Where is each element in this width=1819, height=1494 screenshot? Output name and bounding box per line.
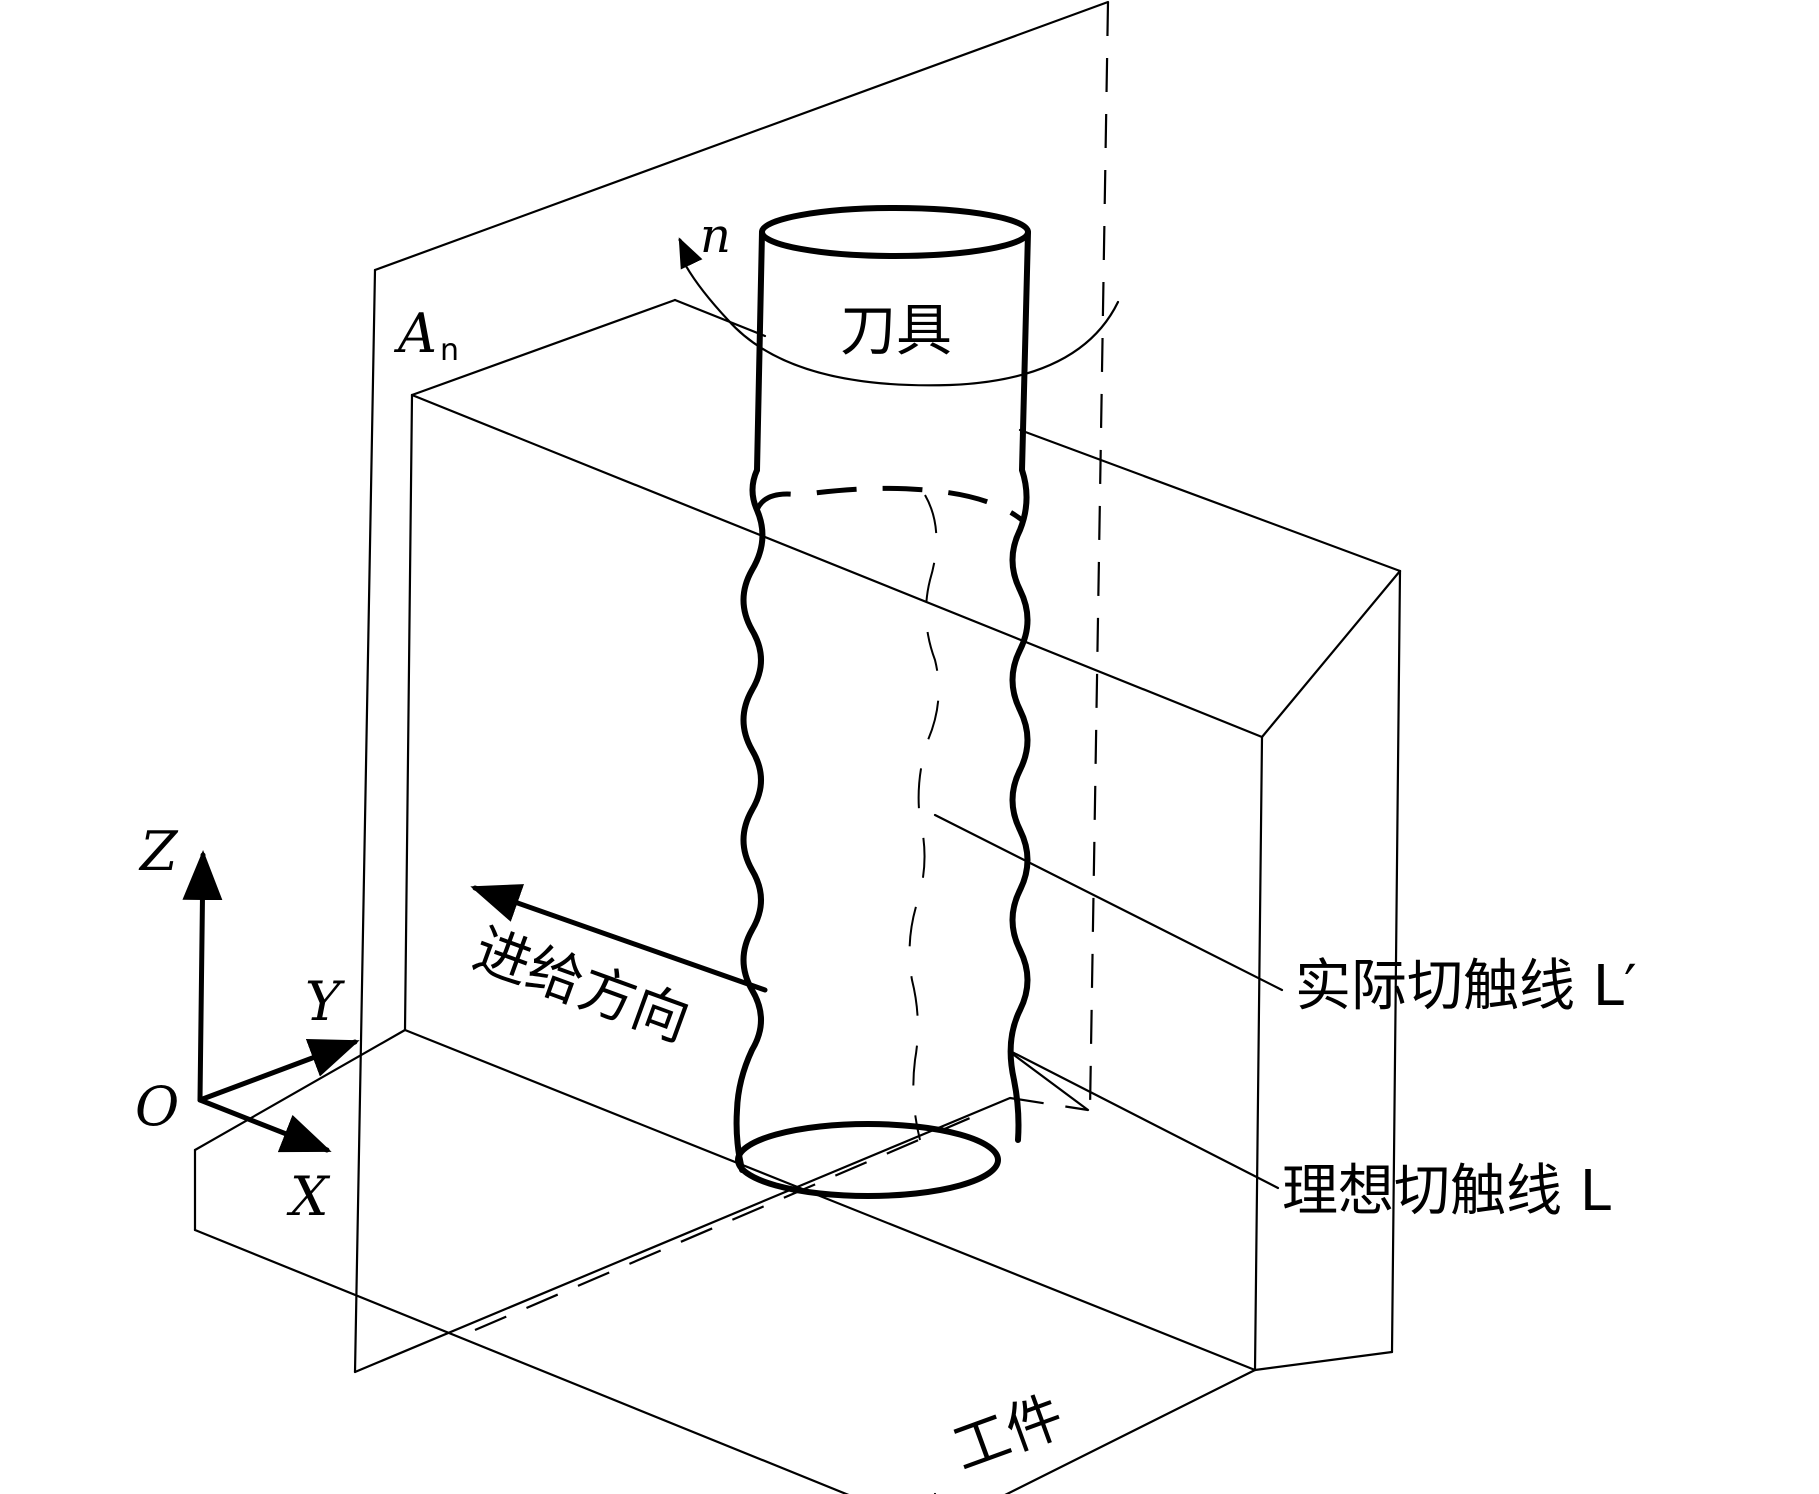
x-axis-arrow-icon xyxy=(197,1097,332,1153)
plane-label: A xyxy=(393,302,437,365)
coordinate-axes xyxy=(182,850,360,1153)
actual-contact-left-wave xyxy=(733,467,766,1173)
axis-x-label: X xyxy=(286,1165,331,1228)
cutter-bottom-ellipse xyxy=(735,1121,1001,1199)
rotation-arc xyxy=(684,264,1120,387)
actual-contact-leader xyxy=(933,813,1284,992)
cutter-tool xyxy=(733,205,1031,1199)
workpiece-block xyxy=(193,298,1402,1494)
y-axis-arrow-icon xyxy=(197,1039,360,1103)
ideal-contact-leader xyxy=(1010,1050,1280,1190)
workpiece-label: 工件 xyxy=(945,1384,1072,1483)
tool-label: 刀具 xyxy=(840,299,952,364)
z-axis-arrow-icon xyxy=(182,850,223,1103)
ideal-contact-line-label: 理想切触线 L xyxy=(1282,1159,1611,1224)
cutter-ideal-top-contact xyxy=(754,485,1024,522)
axis-y-label: Y xyxy=(305,970,345,1033)
feed-direction-arrow-icon xyxy=(470,884,768,993)
axis-z-label: Z xyxy=(138,820,179,883)
actual-contact-right-wave xyxy=(1007,467,1031,1143)
actual-contact-line-label: 实际切触线 L′ xyxy=(1295,954,1637,1019)
rotation-label: n xyxy=(700,208,731,264)
cutter-top-ellipse xyxy=(759,205,1031,259)
plane-an xyxy=(353,0,1110,1374)
rotation-arrow-icon xyxy=(678,237,703,270)
actual-contact-line-wave xyxy=(908,494,940,1141)
plane-label-subscript: n xyxy=(440,333,459,368)
hidden-edge-line xyxy=(474,1116,971,1332)
origin-label: O xyxy=(135,1075,179,1138)
feed-direction-label: 进给方向 xyxy=(465,917,698,1055)
